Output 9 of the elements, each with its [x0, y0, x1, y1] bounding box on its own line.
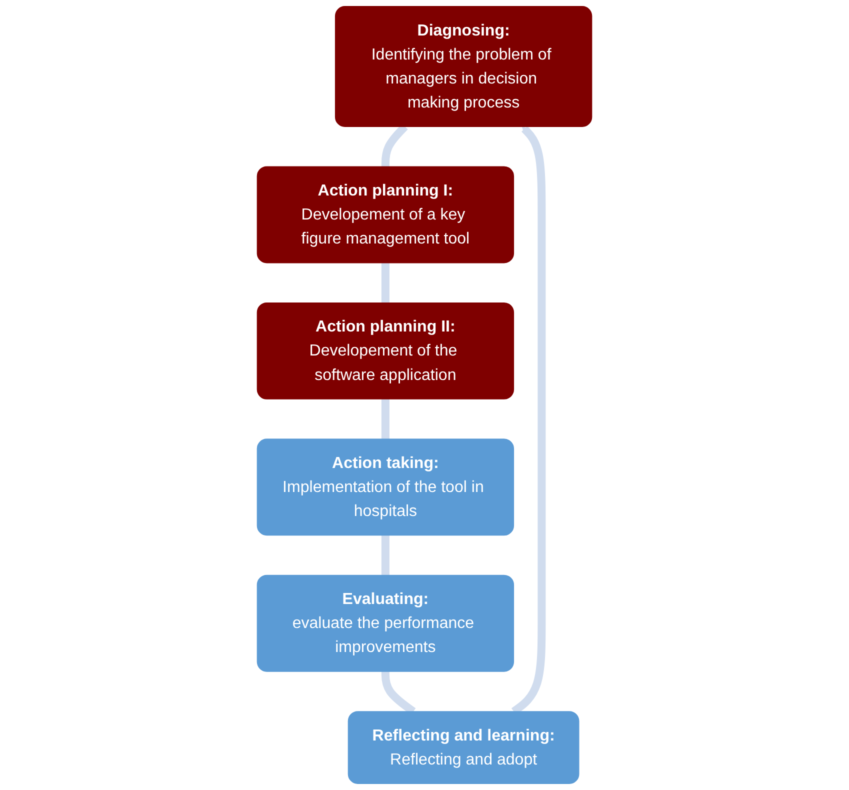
node-box: Diagnosing: Identifying the problem of managers in decision making process	[334, 6, 592, 127]
node-box: Reflecting and learning: Reflecting and adopt	[348, 711, 580, 784]
node-box: Action taking: Implementation of the tool in hospitals	[256, 438, 514, 536]
connector	[381, 534, 390, 576]
connector	[381, 398, 390, 440]
node-box: Evaluating: evaluate the performance improvements	[256, 574, 514, 672]
node-box: Action planning II: Developement of the software application	[256, 302, 514, 400]
connector	[381, 262, 390, 304]
node-box: Action planning I: Developement of a key figure management tool	[256, 166, 514, 264]
